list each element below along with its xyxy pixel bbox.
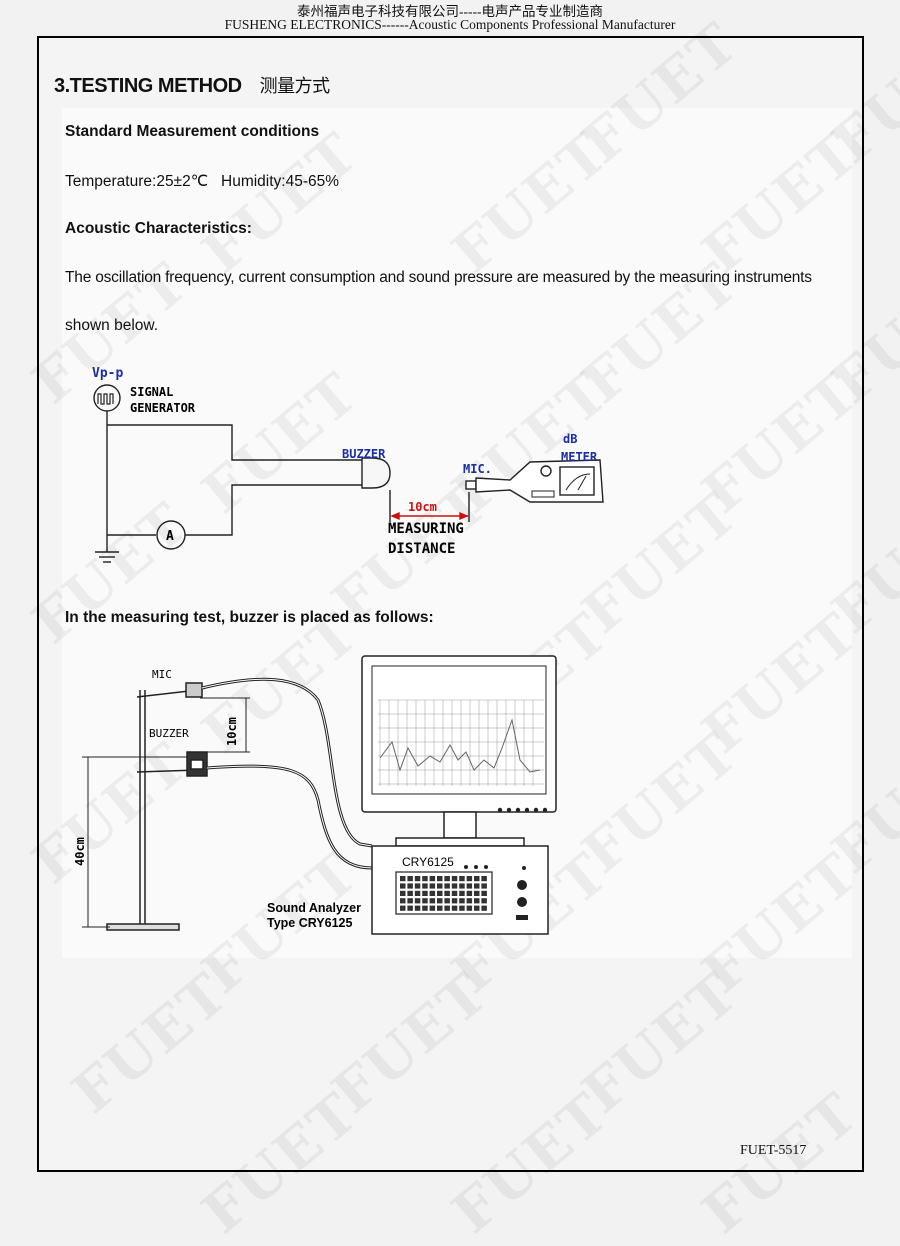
keyboard-key (429, 905, 436, 911)
section-title: 3.TESTING METHOD 测量方式 (54, 72, 330, 98)
keyboard-key (474, 898, 480, 904)
keyboard-key (400, 898, 406, 904)
analyzer-label-line2: Type CRY6125 (267, 916, 353, 930)
keyboard-key (466, 890, 473, 896)
vpp-label: Vp-p (92, 366, 123, 381)
section-title-cn: 测量方式 (259, 76, 331, 97)
keyboard-key (474, 890, 480, 896)
keyboard-key (414, 876, 421, 882)
keyboard-key (414, 890, 421, 896)
keyboard-key (429, 898, 436, 904)
keyboard-key (437, 898, 443, 904)
keyboard-key (400, 890, 406, 896)
keyboard-key (437, 876, 443, 882)
keyboard-key (466, 898, 473, 904)
stand-base (106, 923, 180, 931)
device-model-label: CRY6125 (402, 855, 454, 869)
keyboard-key (400, 905, 406, 911)
meter-label: METER (561, 450, 598, 464)
mic-device (185, 682, 203, 698)
keyboard-key (451, 898, 458, 904)
keyboard-key (422, 876, 428, 882)
keyboard-key (422, 883, 428, 889)
setup-10cm-label: 10cm (225, 717, 239, 746)
keyboard-key (444, 898, 450, 904)
keyboard-key (474, 883, 480, 889)
conditions-values: Temperature:25±2℃ Humidity:45-65% (65, 173, 340, 190)
test-setup-diagram: MIC BUZZER 10cm 40cm CRY6125 Sound Analy… (73, 655, 557, 935)
keyboard-key (444, 905, 450, 911)
keyboard-key (422, 898, 428, 904)
keyboard-key (407, 876, 413, 882)
signal-label: SIGNAL (130, 385, 173, 399)
measuring-circuit-diagram: Vp-p SIGNAL GENERATOR A BUZZER 10cm MEAS… (92, 366, 604, 563)
keyboard-key (466, 883, 473, 889)
keyboard-key (407, 890, 413, 896)
setup-buzzer-label: BUZZER (149, 727, 189, 740)
keyboard-key (481, 898, 487, 904)
buzzer-label: BUZZER (342, 447, 386, 461)
keyboard-key (459, 905, 465, 911)
monitor-screen (371, 665, 547, 795)
setup-40cm-label: 40cm (73, 837, 87, 866)
ammeter-label: A (166, 529, 174, 544)
keyboard-key (459, 890, 465, 896)
db-label: dB (563, 432, 577, 446)
setup-mic-label: MIC (152, 668, 172, 681)
db-meter-icon (559, 466, 595, 496)
keyboard-key (407, 883, 413, 889)
keyboard-key (414, 905, 421, 911)
acoustic-text-line2: shown below. (65, 317, 159, 334)
keyboard-key (407, 905, 413, 911)
acoustic-text-line1: The oscillation frequency, current consu… (65, 269, 812, 286)
keyboard-key (429, 883, 436, 889)
keyboard-key (444, 890, 450, 896)
keyboard-key (429, 890, 436, 896)
keyboard-key (444, 876, 450, 882)
keyboard-key (474, 876, 480, 882)
keyboard-key (481, 876, 487, 882)
footer-code: FUET-5517 (740, 1143, 807, 1158)
keyboard-key (451, 890, 458, 896)
header-company-cn: 泰州福声电子科技有限公司-----电声产品专业制造商 (297, 4, 603, 19)
acoustic-heading: Acoustic Characteristics: (65, 220, 252, 237)
analyzer-label-line1: Sound Analyzer (267, 901, 361, 915)
keyboard-key (459, 876, 465, 882)
mic-label: MIC. (463, 462, 492, 476)
keyboard-key (400, 883, 406, 889)
keyboard-key (429, 876, 436, 882)
keyboard-key (414, 898, 421, 904)
keyboard-key (481, 905, 487, 911)
keyboard-key (422, 890, 428, 896)
keyboard-key (437, 883, 443, 889)
keyboard-key (444, 883, 450, 889)
buzzer-icon (361, 457, 391, 489)
keyboard-key (474, 905, 480, 911)
keyboard-key (437, 905, 443, 911)
keyboard-key (459, 898, 465, 904)
keyboard-key (407, 898, 413, 904)
keyboard-key (451, 876, 458, 882)
keyboard-key (422, 905, 428, 911)
keyboard-key (459, 883, 465, 889)
keyboard-key (437, 890, 443, 896)
keyboard-key (414, 883, 421, 889)
distance-label: DISTANCE (388, 541, 455, 557)
keyboard-key (400, 876, 406, 882)
keyboard-key (466, 905, 473, 911)
generator-label: GENERATOR (130, 401, 196, 415)
keyboard-key (466, 876, 473, 882)
conditions-heading: Standard Measurement conditions (65, 123, 320, 140)
section-title-en: 3.TESTING METHOD (54, 75, 242, 97)
distance-value: 10cm (408, 500, 437, 514)
keyboard-key (451, 905, 458, 911)
measuring-label: MEASURING (388, 521, 464, 537)
keyboard-key (481, 883, 487, 889)
header-company-en: FUSHENG ELECTRONICS------Acoustic Compon… (224, 17, 676, 32)
keyboard-key (481, 890, 487, 896)
keyboard-key (451, 883, 458, 889)
placement-heading: In the measuring test, buzzer is placed … (65, 609, 434, 626)
